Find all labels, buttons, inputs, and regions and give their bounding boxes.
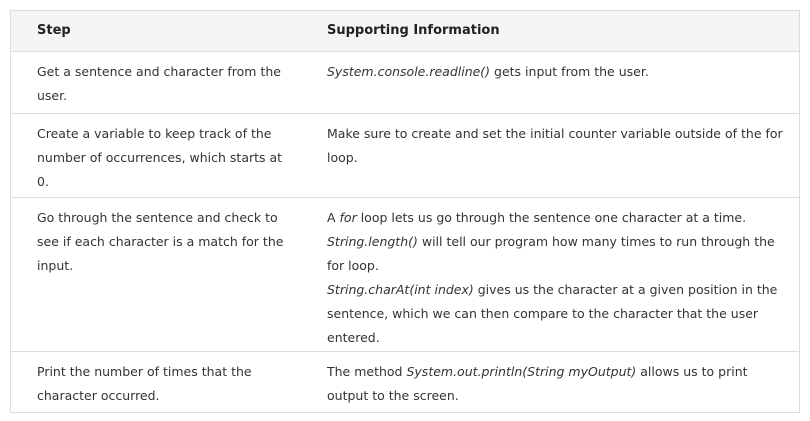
- code-term: System.out.println(String myOutput): [406, 364, 637, 379]
- table-row: Get a sentence and character from the us…: [11, 51, 799, 113]
- info-paragraph: A for loop lets us go through the senten…: [327, 206, 787, 230]
- info-cell: System.console.readline() gets input fro…: [303, 52, 799, 113]
- info-cell: The method System.out.println(String myO…: [303, 352, 799, 412]
- info-paragraph: Make sure to create and set the initial …: [327, 122, 787, 170]
- table-row: Go through the sentence and check to see…: [11, 197, 799, 351]
- code-term: String.length(): [327, 234, 418, 249]
- step-cell: Go through the sentence and check to see…: [37, 210, 284, 273]
- info-cell: Make sure to create and set the initial …: [303, 114, 799, 197]
- header-step: Step: [37, 23, 71, 38]
- info-text: loop lets us go through the sentence one…: [356, 210, 747, 225]
- header-supporting-information: Supporting Information: [327, 23, 500, 38]
- info-text: gives us the character at a given positi…: [327, 282, 778, 345]
- code-term: for: [339, 210, 357, 225]
- step-cell: Print the number of times that the chara…: [37, 364, 252, 403]
- info-text: gets input from the user.: [490, 64, 649, 79]
- table-row: Print the number of times that the chara…: [11, 351, 799, 412]
- table-header-row: Step Supporting Information: [11, 11, 799, 51]
- info-cell: A for loop lets us go through the senten…: [303, 198, 799, 351]
- info-paragraph: String.length() will tell our program ho…: [327, 230, 787, 278]
- step-cell: Create a variable to keep track of the n…: [37, 126, 283, 189]
- info-text: allows us to print output to the screen.: [327, 364, 748, 403]
- info-paragraph: The method System.out.println(String myO…: [327, 360, 787, 408]
- steps-table: Step Supporting Information Get a senten…: [10, 10, 800, 413]
- code-term: System.console.readline(): [327, 64, 491, 79]
- table-row: Create a variable to keep track of the n…: [11, 113, 799, 197]
- info-text: will tell our program how many times to …: [327, 234, 775, 273]
- step-cell: Get a sentence and character from the us…: [37, 64, 281, 103]
- info-paragraph: System.console.readline() gets input fro…: [327, 60, 787, 84]
- info-prefix: A: [327, 210, 340, 225]
- info-text: Make sure to create and set the initial …: [327, 126, 783, 165]
- info-prefix: The method: [327, 364, 407, 379]
- info-paragraph: String.charAt(int index) gives us the ch…: [327, 278, 787, 350]
- code-term: String.charAt(int index): [327, 282, 474, 297]
